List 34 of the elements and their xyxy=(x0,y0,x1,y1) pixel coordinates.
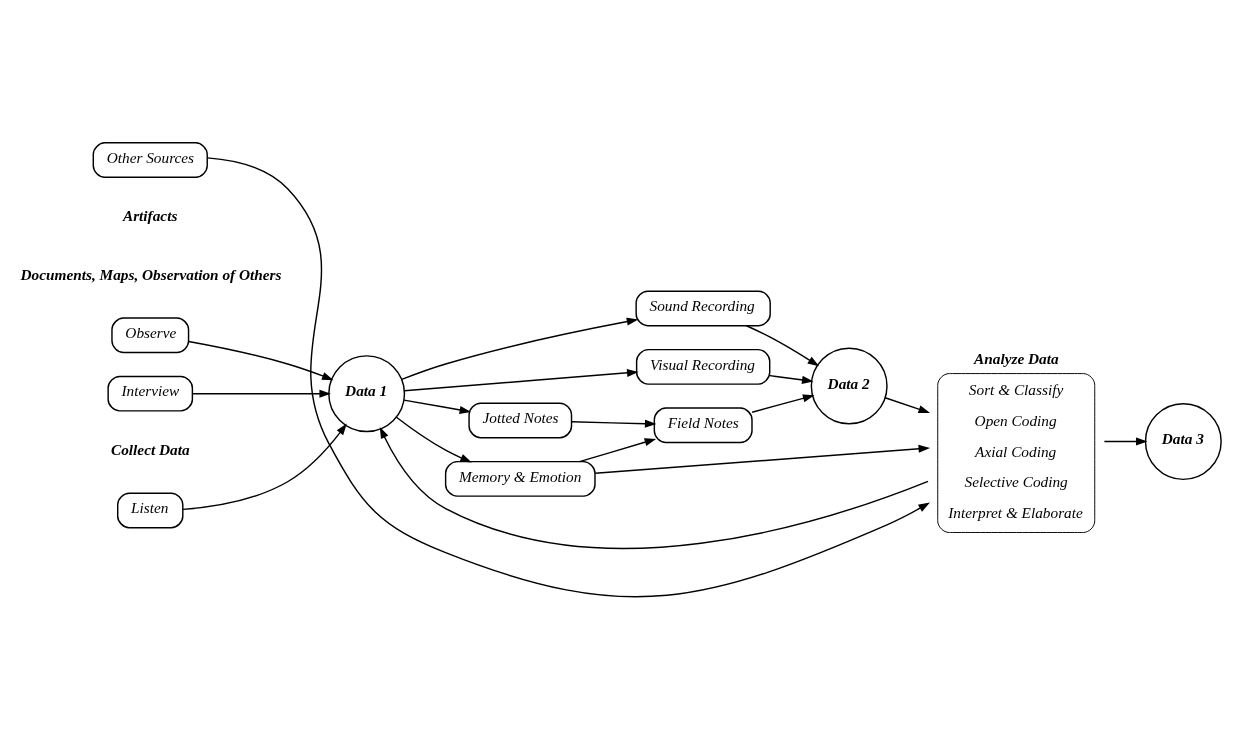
node-box: Other Sources xyxy=(92,141,208,178)
arrow xyxy=(403,398,472,414)
node-box: Visual Recording xyxy=(635,348,771,385)
arrow xyxy=(403,368,639,391)
arrow xyxy=(594,444,931,474)
node-box: Observe xyxy=(111,316,190,353)
node-box: Field Notes xyxy=(653,406,753,443)
arrow xyxy=(191,389,331,398)
label: Artifacts xyxy=(122,206,178,224)
node-circle: Data 1 xyxy=(328,354,406,432)
arrow xyxy=(187,340,334,380)
arrow xyxy=(1103,437,1148,446)
node-box: Jotted Notes xyxy=(468,402,573,438)
arrow xyxy=(751,393,815,413)
node-circle: Data 2 xyxy=(810,346,888,425)
node-box: Listen xyxy=(117,492,184,528)
arrow xyxy=(769,374,814,384)
arrow xyxy=(379,426,929,549)
arrow xyxy=(578,437,657,462)
arrow xyxy=(570,419,657,428)
node-box: Sort & Classify Open Coding Axial Coding Selective Coding Interpret & Elaborate xyxy=(937,372,1096,533)
arrow xyxy=(401,317,639,380)
arrow xyxy=(206,156,930,597)
arrow xyxy=(395,416,472,462)
arrow xyxy=(884,396,931,413)
arrow xyxy=(745,324,820,366)
node-circle: Data 3 xyxy=(1144,402,1222,480)
node-box: Memory & Emotion xyxy=(444,460,596,497)
label: Documents, Maps, Observation of Others xyxy=(20,265,282,283)
node-label: Analyze Data xyxy=(974,349,1059,367)
arrow xyxy=(182,423,347,510)
node-box: Sound Recording xyxy=(635,290,771,326)
label: Collect Data xyxy=(111,440,190,458)
node-box: Interview xyxy=(107,375,194,412)
